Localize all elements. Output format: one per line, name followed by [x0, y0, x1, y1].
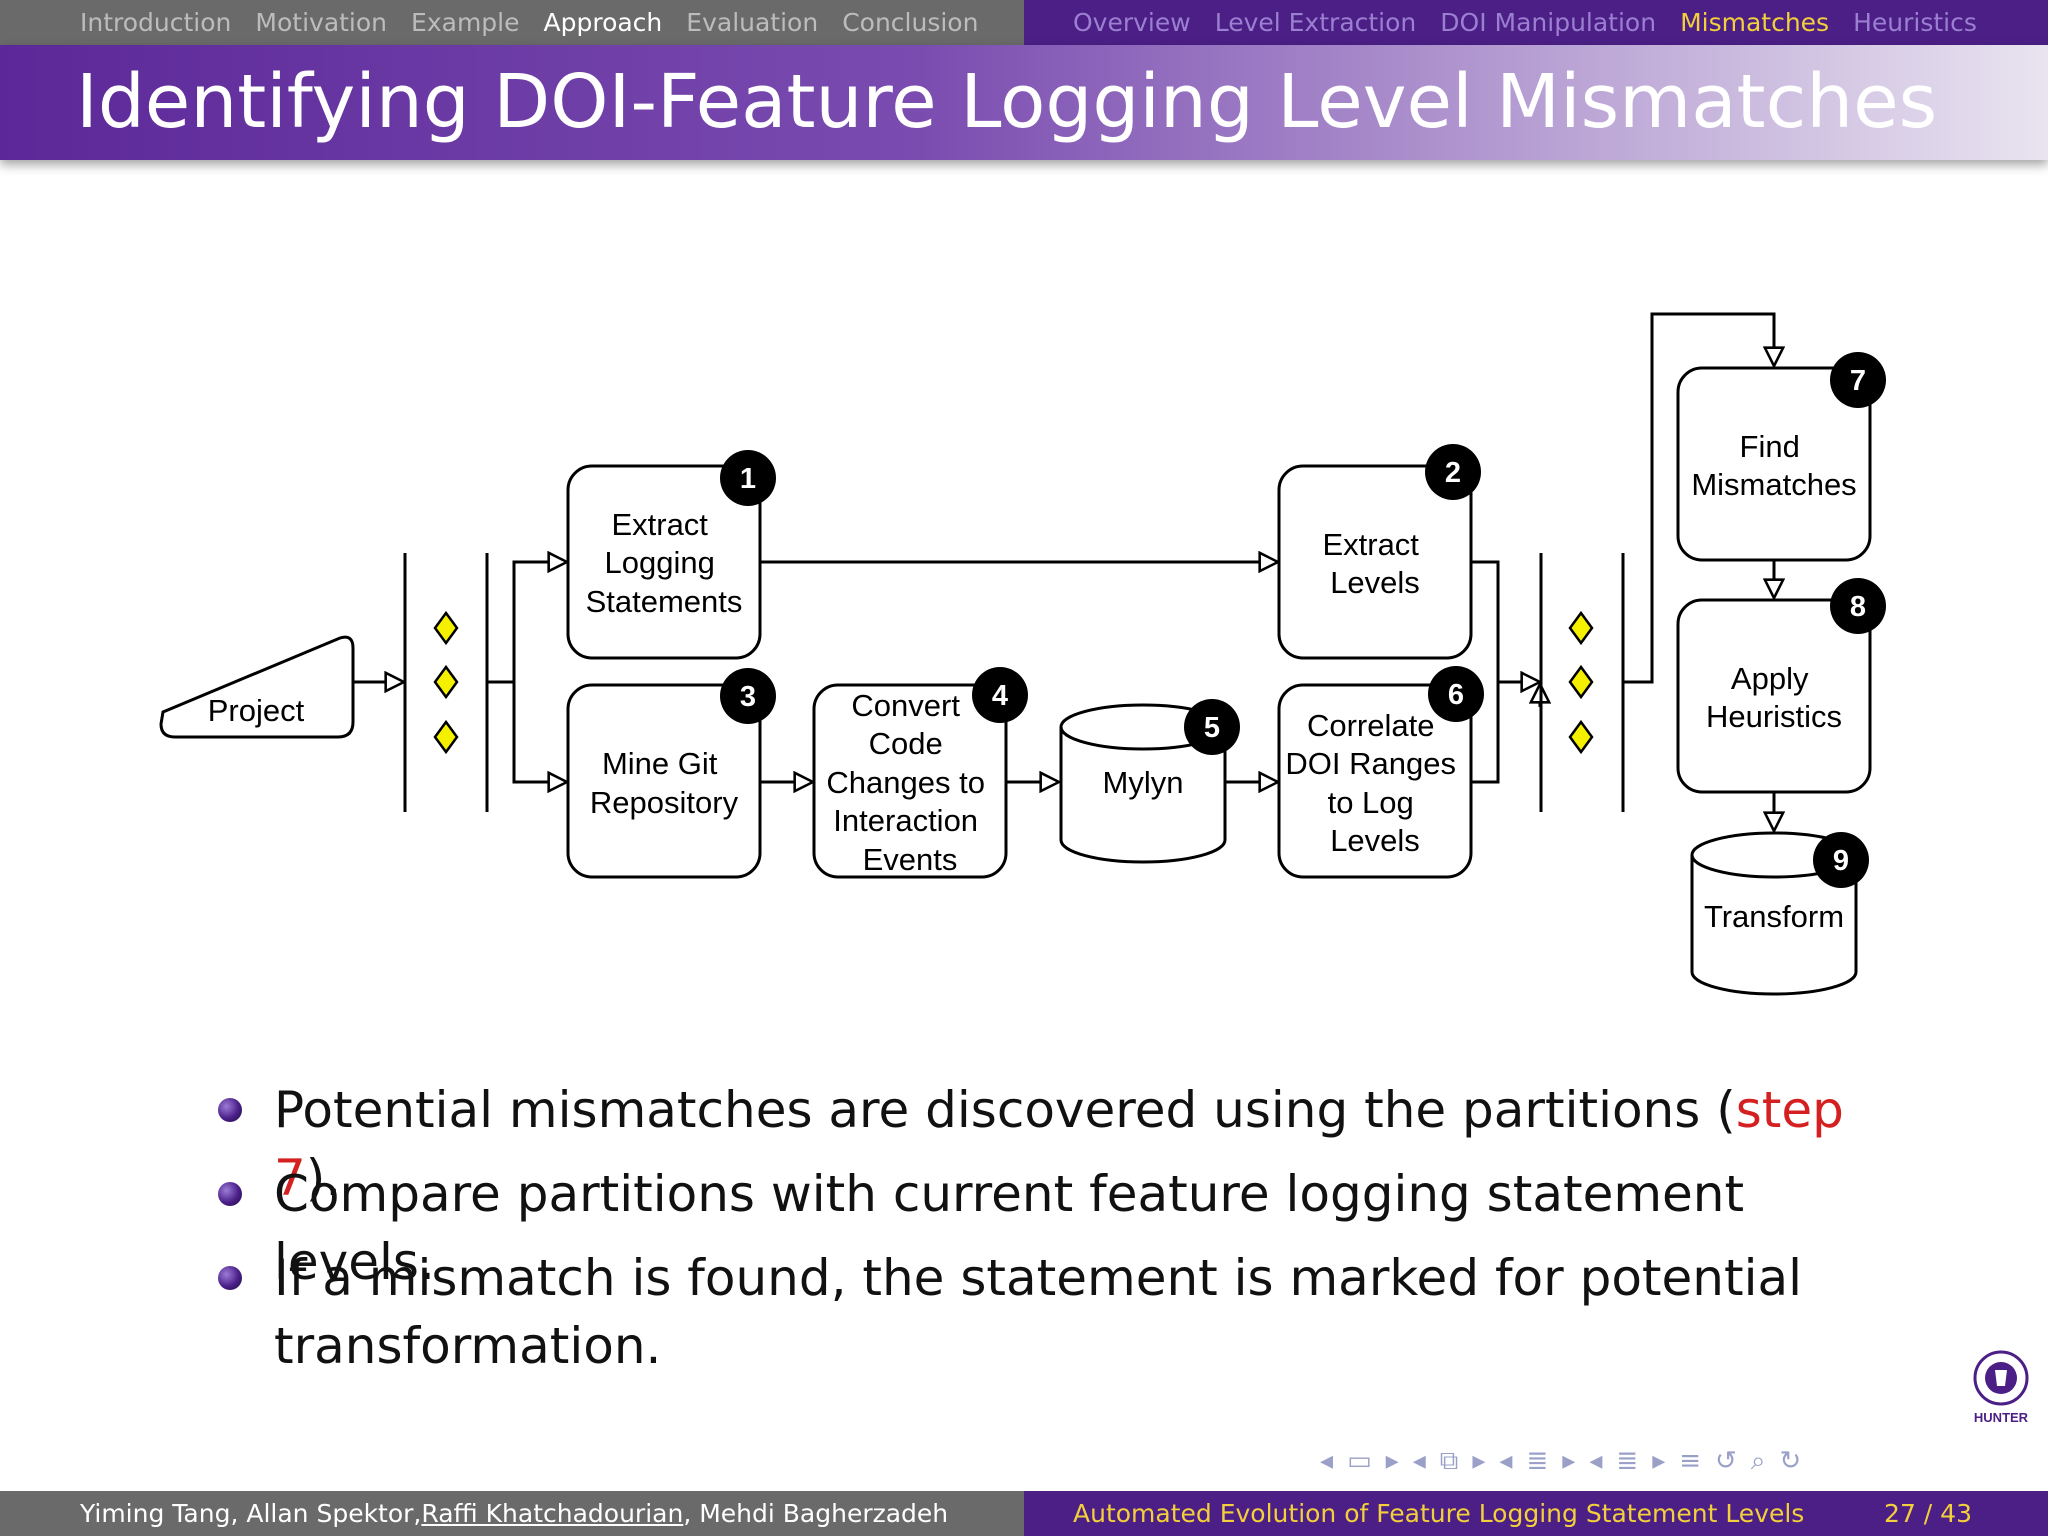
node-apply-heuristics: [1676, 598, 1872, 794]
project-label: Project: [208, 693, 305, 728]
step-7-link[interactable]: step 7: [274, 1081, 1844, 1207]
diamond-left-3: [433, 719, 459, 755]
bullet-2-text: Compare partitions with current feature …: [274, 1165, 1745, 1291]
nav-subsection-heuristics[interactable]: Heuristics: [1853, 8, 1977, 37]
footer-title: Automated Evolution of Feature Logging S…: [1024, 1491, 2048, 1536]
nav-section-conclusion[interactable]: Conclusion: [842, 8, 979, 37]
talk-title: Automated Evolution of Feature Logging S…: [1073, 1499, 1805, 1528]
edge-6-to-join: [1471, 682, 1500, 784]
next-document-icon[interactable]: ▸: [1652, 1446, 1666, 1476]
section-icon[interactable]: ≣: [1526, 1446, 1549, 1476]
authors-text: Yiming Tang, Allan Spektor,: [80, 1499, 422, 1528]
node-correlate-label: Correlate DOI Ranges to Log Levels: [1285, 708, 1464, 858]
badge-8: 8: [1830, 578, 1886, 634]
bullet-1-text: Potential mismatches are discovered usin…: [274, 1081, 1736, 1139]
beamer-navigation: ◂ ▭ ▸ ◂ ⧉ ▸ ◂ ≣ ▸ ◂ ≣ ▸ ≡ ↺ ⌕ ↻: [1320, 1443, 1801, 1479]
prev-subsection-icon[interactable]: ◂: [1412, 1446, 1426, 1476]
node-find-mismatches-label: Find Mismatches: [1691, 429, 1856, 502]
next-subsection-icon[interactable]: ▸: [1472, 1446, 1486, 1476]
search-icon[interactable]: ⌕: [1750, 1445, 1766, 1476]
nav-subsection-level-extraction[interactable]: Level Extraction: [1214, 8, 1417, 37]
svg-text:7: 7: [1850, 365, 1866, 397]
svg-text:3: 3: [740, 681, 756, 713]
footer-authors: Yiming Tang, Allan Spektor, Raffi Khatch…: [0, 1491, 1024, 1536]
bullet-icon: [218, 1266, 242, 1290]
nav-section-evaluation[interactable]: Evaluation: [686, 8, 819, 37]
forward-icon[interactable]: ↻: [1779, 1446, 1802, 1476]
badge-7: 7: [1830, 352, 1886, 408]
nav-subsection-mismatches[interactable]: Mismatches: [1680, 8, 1830, 37]
page-number: 27 / 43: [1884, 1499, 1972, 1528]
diamond-left-1: [433, 610, 459, 646]
edge-fork-to-1: [512, 562, 567, 682]
badge-6: 6: [1428, 666, 1484, 722]
node-mylyn-label: Mylyn: [1103, 765, 1184, 800]
slide-title: Identifying DOI-Feature Logging Level Mi…: [76, 59, 1938, 145]
subsection-nav: Overview Level Extraction DOI Manipulati…: [1024, 0, 2048, 45]
project-shape: [159, 635, 355, 739]
diamond-right-1: [1568, 610, 1594, 646]
next-frame-icon[interactable]: ▸: [1385, 1446, 1399, 1476]
svg-text:1: 1: [740, 463, 756, 495]
node-apply-heuristics-label: Apply Heuristics: [1706, 661, 1842, 734]
authors-text-end: , Mehdi Bagherzadeh: [683, 1499, 949, 1528]
title-band: Identifying DOI-Feature Logging Level Mi…: [0, 45, 2048, 160]
footer-bar: Yiming Tang, Allan Spektor, Raffi Khatch…: [0, 1491, 2048, 1536]
back-icon[interactable]: ↺: [1715, 1446, 1737, 1476]
workflow-diagram: Project Extract Logging Statements Mine …: [159, 312, 1886, 996]
document-icon[interactable]: ≣: [1616, 1446, 1639, 1476]
section-nav: Introduction Motivation Example Approach…: [0, 0, 1024, 45]
svg-text:4: 4: [992, 680, 1008, 712]
badge-5: 5: [1184, 699, 1240, 755]
next-section-icon[interactable]: ▸: [1562, 1446, 1576, 1476]
node-extract-logging-label: Extract Logging Statements: [586, 507, 743, 619]
prev-document-icon[interactable]: ◂: [1589, 1446, 1603, 1476]
svg-text:8: 8: [1850, 591, 1866, 623]
diamond-left-2: [433, 664, 459, 700]
nav-section-approach[interactable]: Approach: [543, 8, 663, 37]
node-mine-git-label: Mine Git Repository: [590, 746, 739, 820]
frame-icon[interactable]: ▭: [1347, 1446, 1372, 1476]
bullet-icon: [218, 1098, 242, 1122]
svg-text:HUNTER: HUNTER: [1974, 1410, 2029, 1425]
nav-section-introduction[interactable]: Introduction: [80, 8, 232, 37]
presenter-name: Raffi Khatchadourian: [421, 1499, 684, 1528]
bullet-3-line-1: If a mismatch is found, the statement is…: [274, 1249, 1803, 1307]
bullet-3-line-2: transformation.: [274, 1317, 662, 1375]
badge-1: 1: [720, 450, 776, 506]
edge-join-to-7: [1623, 312, 1774, 684]
diamond-right-3: [1568, 719, 1594, 755]
nav-section-motivation[interactable]: Motivation: [255, 8, 388, 37]
subsection-icon[interactable]: ⧉: [1439, 1445, 1459, 1476]
svg-text:6: 6: [1448, 679, 1464, 711]
edge-2-to-join: [1471, 560, 1540, 682]
node-transform-label: Transform: [1704, 899, 1844, 934]
node-convert-label: Convert Code Changes to Interaction Even…: [826, 688, 993, 877]
node-transform: [1690, 855, 1858, 996]
node-mylyn: [1059, 727, 1227, 864]
node-extract-levels-label: Extract Levels: [1322, 527, 1427, 600]
svg-text:9: 9: [1833, 845, 1849, 877]
badge-9: 9: [1813, 832, 1869, 888]
svg-text:2: 2: [1445, 457, 1461, 489]
nav-subsection-doi-manipulation[interactable]: DOI Manipulation: [1440, 8, 1657, 37]
hunter-logo: HUNTER: [1973, 1350, 2029, 1425]
nav-section-example[interactable]: Example: [411, 8, 520, 37]
bullet-icon: [218, 1182, 242, 1206]
prev-section-icon[interactable]: ◂: [1499, 1446, 1513, 1476]
prev-frame-icon[interactable]: ◂: [1320, 1446, 1334, 1476]
top-navigation-bar: Introduction Motivation Example Approach…: [0, 0, 2048, 45]
diamond-right-2: [1568, 664, 1594, 700]
badge-2: 2: [1425, 444, 1481, 500]
badge-3: 3: [720, 668, 776, 724]
nav-subsection-overview[interactable]: Overview: [1073, 8, 1191, 37]
toc-icon[interactable]: ≡: [1679, 1446, 1702, 1476]
edge-fork-to-3: [512, 682, 567, 782]
svg-text:5: 5: [1204, 712, 1220, 744]
badge-4: 4: [972, 667, 1028, 723]
bullet-1-end: ).: [305, 1149, 342, 1207]
